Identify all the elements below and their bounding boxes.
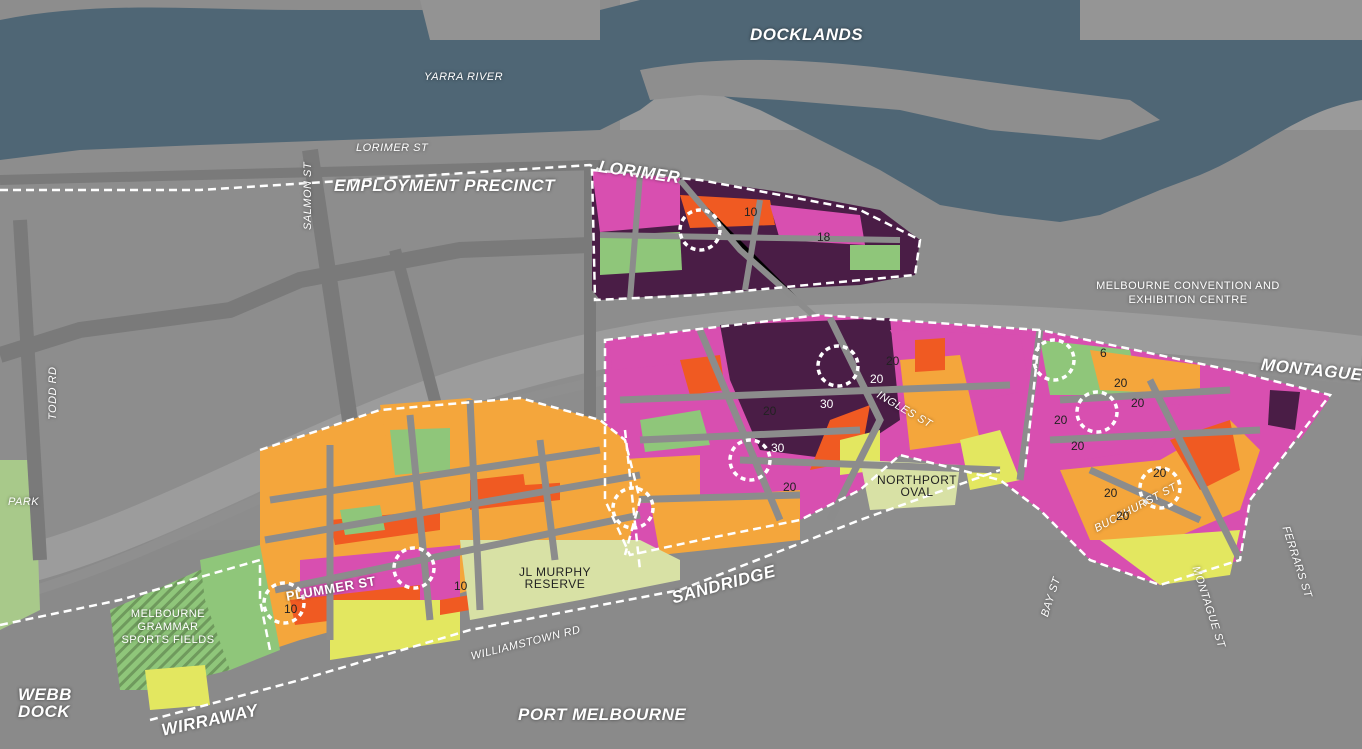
label-todd-rd: TODD RD xyxy=(47,366,59,420)
north-wharf xyxy=(420,0,600,40)
montague-precinct xyxy=(605,315,1330,585)
label-melbourne-grammar: MELBOURNE GRAMMAR SPORTS FIELDS xyxy=(121,608,215,647)
height-value: 10 xyxy=(284,602,298,616)
ingles-south-hub xyxy=(728,438,772,482)
height-value: 20 xyxy=(763,404,777,418)
label-park: PARK xyxy=(8,496,40,508)
plummer-west-hub xyxy=(262,581,306,625)
height-value: 10 xyxy=(454,579,468,593)
label-yarra-river: YARRA RIVER xyxy=(424,71,504,83)
height-value: 20 xyxy=(1116,509,1130,523)
docklands-pier xyxy=(640,59,1160,140)
height-value: 30 xyxy=(771,441,785,455)
label-docklands: DOCKLANDS xyxy=(750,25,864,44)
height-value: 20 xyxy=(783,480,797,494)
label-convention-centre: MELBOURNE CONVENTION AND EXHIBITION CENT… xyxy=(1096,280,1280,306)
label-salmon-st: SALMON ST xyxy=(302,161,314,230)
height-value: 20 xyxy=(1054,413,1068,427)
height-value: 20 xyxy=(1153,466,1167,480)
height-value: 6 xyxy=(1100,346,1107,360)
yarra-river-water xyxy=(0,0,1362,222)
sports-field-solid xyxy=(200,545,280,670)
sandridge-wirraway-precinct xyxy=(260,398,680,660)
lorimer-precinct xyxy=(592,170,920,333)
label-employment-precinct: EMPLOYMENT PRECINCT xyxy=(334,176,556,195)
montague-east-hub xyxy=(1032,338,1076,382)
label-lorimer-st: LORIMER ST xyxy=(356,142,429,154)
height-value: 20 xyxy=(870,372,884,386)
height-value: 10 xyxy=(744,205,758,219)
height-value: 18 xyxy=(817,230,831,244)
wirraway-south-yellow xyxy=(145,665,210,710)
buckhurst-hub xyxy=(1138,466,1182,510)
west-gate-freeway xyxy=(0,303,1362,589)
sandridge-hub xyxy=(611,486,655,530)
lorimer-hub xyxy=(678,208,722,252)
height-value: 20 xyxy=(886,354,900,368)
height-value: 30 xyxy=(820,397,834,411)
employment-roads xyxy=(0,148,601,561)
activity-hubs xyxy=(262,208,1182,625)
label-webb-dock: WEBB DOCK xyxy=(18,685,72,721)
docklands-wharf-east xyxy=(1080,0,1362,40)
label-port-melbourne: PORT MELBOURNE xyxy=(518,705,687,724)
height-value: 20 xyxy=(1071,439,1085,453)
label-jl-murphy-reserve: JL MURPHY RESERVE xyxy=(518,565,592,591)
ingles-north-hub xyxy=(816,344,860,388)
label-northport-oval: NORTHPORT OVAL xyxy=(876,473,958,499)
montague-centre-hub xyxy=(1075,390,1119,434)
precinct-boundaries xyxy=(0,163,1333,722)
height-value: 20 xyxy=(1114,376,1128,390)
plummer-east-hub xyxy=(392,546,436,590)
height-value: 20 xyxy=(1104,486,1118,500)
height-value: 20 xyxy=(1131,396,1145,410)
